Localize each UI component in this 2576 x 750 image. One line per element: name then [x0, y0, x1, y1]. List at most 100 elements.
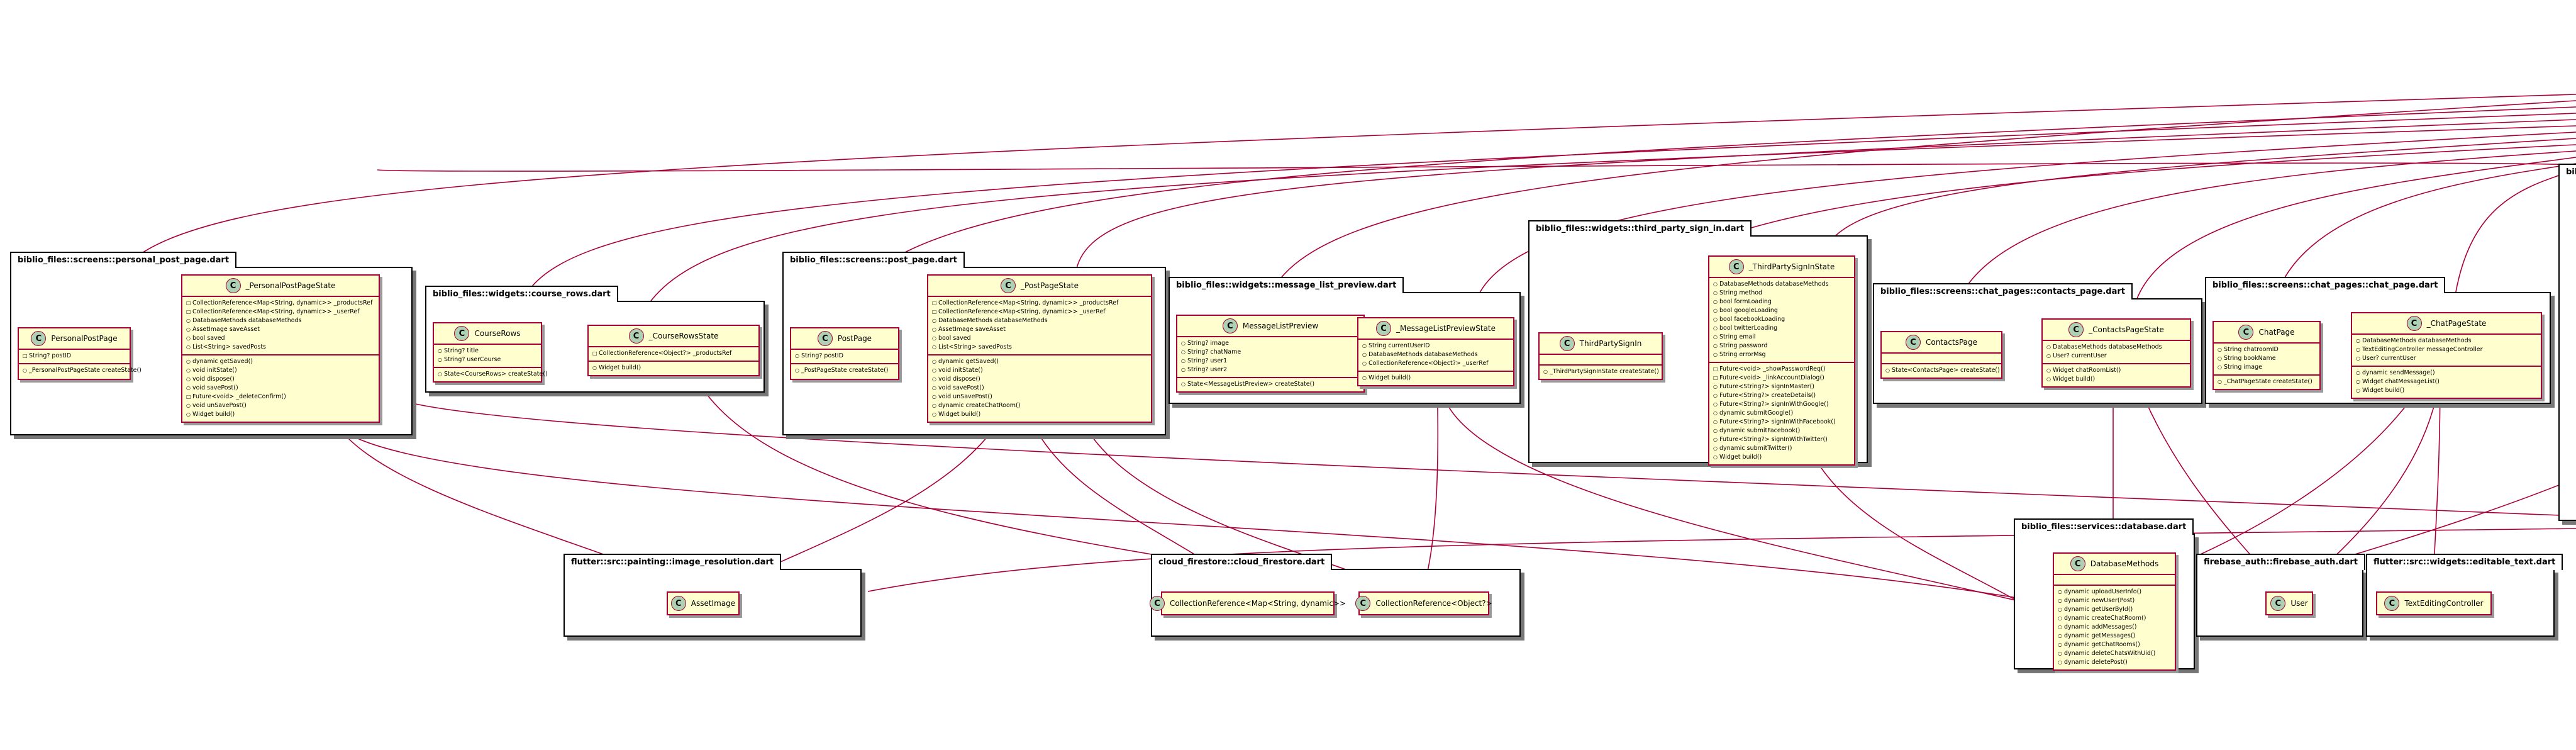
relationship-line [1440, 381, 2053, 610]
visibility-icon: ○ [2356, 338, 2360, 344]
member-text: User? currentUser [2053, 352, 2107, 359]
class-field: ○bool googleLoading [1713, 306, 1850, 315]
class-name: PostPage [837, 334, 872, 343]
class-header: C_ContactsPageState [2043, 320, 2190, 340]
member-text: Widget build() [1719, 454, 1762, 461]
class-field: ○String? postID [795, 352, 894, 361]
relationship-line [1823, 138, 2576, 256]
class-box[interactable]: C_ChatPageState○DatabaseMethods database… [2351, 312, 2542, 399]
class-name: User [2290, 599, 2308, 608]
class-icon: C [1375, 321, 1391, 336]
relationship-line [2452, 169, 2576, 313]
visibility-icon: ○ [2356, 379, 2360, 384]
class-name: _PostPageState [1021, 281, 1079, 290]
visibility-icon: ○ [1181, 367, 1185, 372]
visibility-icon: ○ [2058, 607, 2062, 612]
class-field: ○String? userCourse [438, 355, 537, 364]
class-header: C_MessageListPreviewState [1358, 318, 1513, 339]
member-text: Widget build() [1368, 374, 1411, 381]
class-method: ○dynamic submitGoogle() [1713, 409, 1850, 418]
visibility-icon: ○ [1713, 401, 1718, 407]
member-text: _PostPageState createState() [801, 367, 889, 374]
relationship-line [636, 125, 2576, 325]
visibility-icon: ○ [186, 403, 191, 408]
class-field: □CollectionReference<Map<String, dynamic… [932, 308, 1147, 316]
class-box[interactable]: C_MessageListPreviewState○String current… [1357, 317, 1514, 386]
member-text: Future<String?> signInMaster() [1719, 383, 1814, 390]
class-fields-section [2054, 574, 2175, 585]
class-header: C_CourseRowsState [589, 326, 758, 346]
package-name: biblio_files::screens::chat_pages::conta… [1873, 283, 2133, 299]
class-header: C_PostPageState [928, 276, 1151, 296]
class-icon: C [2238, 325, 2254, 340]
member-text: bool saved [192, 335, 225, 342]
class-field: ○String? image [1181, 339, 1360, 348]
visibility-icon: ○ [1713, 343, 1718, 349]
package-name: biblio_files::screens::personal_post_pag… [10, 252, 237, 268]
class-method: ○void unSavePost() [186, 401, 375, 410]
class-field: ○TextEditingController messageController [2356, 345, 2537, 354]
class-method: ○dynamic getUserById() [2058, 605, 2171, 614]
class-method: □Future<void> _deleteConfirm() [186, 393, 375, 401]
visibility-icon: ○ [2046, 376, 2051, 382]
class-header: C_ChatPageState [2352, 313, 2541, 333]
class-icon: C [454, 326, 470, 341]
class-fields-section [1540, 354, 1662, 364]
visibility-icon: ○ [1181, 349, 1185, 355]
member-text: void savePost() [192, 384, 238, 391]
relationship-line [1075, 119, 2576, 275]
class-methods-section: ○_PersonalPostPageState createState() [19, 363, 142, 378]
member-text: CollectionReference<Map<String, dynamic>… [192, 299, 373, 306]
visibility-icon: ○ [186, 376, 191, 382]
visibility-icon: ○ [2046, 344, 2051, 350]
visibility-icon: ○ [1713, 325, 1718, 331]
member-text: String? user1 [1187, 357, 1228, 364]
visibility-icon: ○ [1713, 352, 1718, 357]
visibility-icon: ○ [1713, 428, 1718, 434]
class-fields-section: ○DatabaseMethods databaseMethods○String … [1709, 277, 1854, 362]
visibility-icon: ○ [186, 327, 191, 332]
visibility-icon: ○ [932, 359, 936, 364]
class-field: ○bool saved [932, 334, 1147, 343]
class-method: ○Widget build() [186, 410, 375, 419]
class-box[interactable]: C_ThirdPartySignInState○DatabaseMethods … [1708, 255, 1855, 466]
visibility-icon: ○ [186, 359, 191, 364]
class-box[interactable]: C_CourseRowsState □CollectionReference<Ob… [587, 325, 760, 376]
member-text: List<String> savedPosts [192, 344, 266, 350]
class-methods-section: ○dynamic getSaved()○void initState()○voi… [182, 354, 379, 422]
class-box[interactable]: C_ContactsPageState○DatabaseMethods data… [2041, 318, 2191, 388]
class-name: TextEditingController [2404, 599, 2484, 608]
class-icon: C [31, 331, 47, 346]
visibility-icon: □ [186, 309, 191, 315]
relationship-line [377, 162, 2576, 172]
visibility-icon: ○ [23, 367, 27, 373]
class-box[interactable]: C_PostPageState □CollectionReference<Map<… [927, 274, 1152, 423]
member-text: dynamic getSaved() [192, 358, 253, 365]
member-text: void unSavePost() [192, 402, 247, 409]
class-method: ○Widget build() [1362, 374, 1509, 383]
class-box[interactable]: C_PersonalPostPageState□CollectionRefere… [181, 274, 380, 423]
visibility-icon: ○ [1713, 316, 1718, 322]
class-method: ○dynamic createChatRoom() [932, 401, 1147, 410]
member-text: Widget build() [938, 411, 981, 418]
class-field: ○String errorMsg [1713, 350, 1850, 359]
member-text: void initState() [192, 367, 237, 374]
member-text: CollectionReference<Map<String, dynamic>… [938, 308, 1106, 315]
member-text: dynamic deletePost() [2064, 659, 2128, 666]
class-field: □CollectionReference<Object?> _productsR… [592, 349, 755, 358]
class-method: ○dynamic getSaved() [932, 357, 1147, 366]
